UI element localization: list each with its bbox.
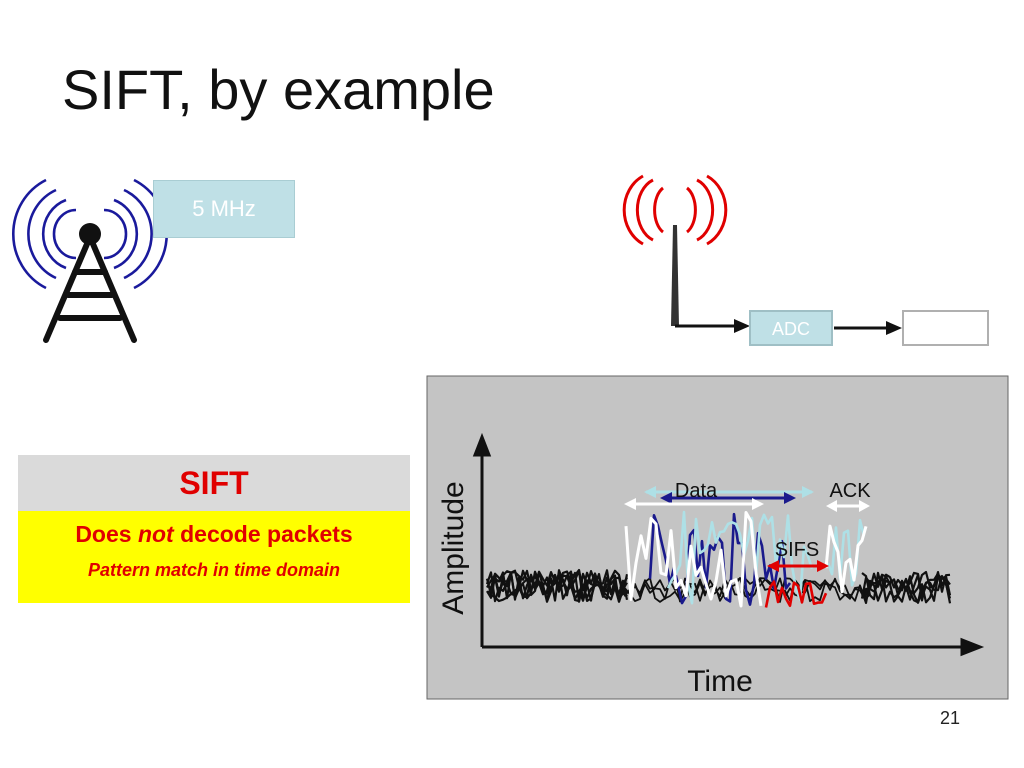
sifs-label: SIFS bbox=[775, 539, 819, 561]
sift-line-1-suffix: decode packets bbox=[173, 521, 353, 547]
sift-line-1-prefix: Does bbox=[75, 521, 138, 547]
sift-line-2: Pattern match in time domain bbox=[87, 560, 341, 580]
receiver-waves-icon bbox=[622, 174, 728, 246]
output-box bbox=[902, 310, 989, 346]
sift-body: Does not decode packets Pattern match in… bbox=[18, 511, 410, 603]
sift-summary-box: SIFT Does not decode packets Pattern mat… bbox=[18, 455, 410, 603]
ack-label: ACK bbox=[829, 480, 871, 502]
y-axis-label: Amplitude bbox=[437, 481, 470, 614]
data-span-arrows bbox=[624, 486, 814, 510]
plot-axes bbox=[472, 432, 985, 657]
sifs-trace-red bbox=[764, 580, 828, 608]
frequency-label-box: 5 MHz bbox=[153, 180, 295, 238]
data-label: Data bbox=[675, 480, 718, 502]
page-number: 21 bbox=[940, 708, 961, 728]
noise-trace-mid bbox=[619, 577, 871, 603]
sifs-span-arrow bbox=[767, 560, 829, 572]
adc-label: ADC bbox=[772, 319, 810, 339]
adc-box bbox=[749, 310, 833, 346]
ack-trace-white bbox=[824, 524, 868, 594]
data-trace-white bbox=[624, 511, 763, 608]
data-trace-lightblue bbox=[666, 510, 814, 605]
sift-line-1: Does not decode packets bbox=[18, 511, 410, 548]
ack-packet-traces bbox=[824, 518, 868, 594]
sift-heading: SIFT bbox=[18, 455, 410, 511]
ack-span-arrow bbox=[826, 500, 870, 512]
noise-trace-right bbox=[861, 570, 951, 599]
slide-title: SIFT, by example bbox=[62, 58, 495, 121]
noise-trace-left bbox=[485, 569, 628, 603]
data-packet-traces bbox=[624, 510, 814, 608]
receiver-antenna-icon bbox=[671, 225, 679, 326]
x-axis-label: Time bbox=[687, 665, 753, 698]
sifs-trace bbox=[764, 580, 828, 608]
sift-line-1-emphasis: not bbox=[137, 521, 174, 547]
noise-traces bbox=[485, 568, 952, 604]
